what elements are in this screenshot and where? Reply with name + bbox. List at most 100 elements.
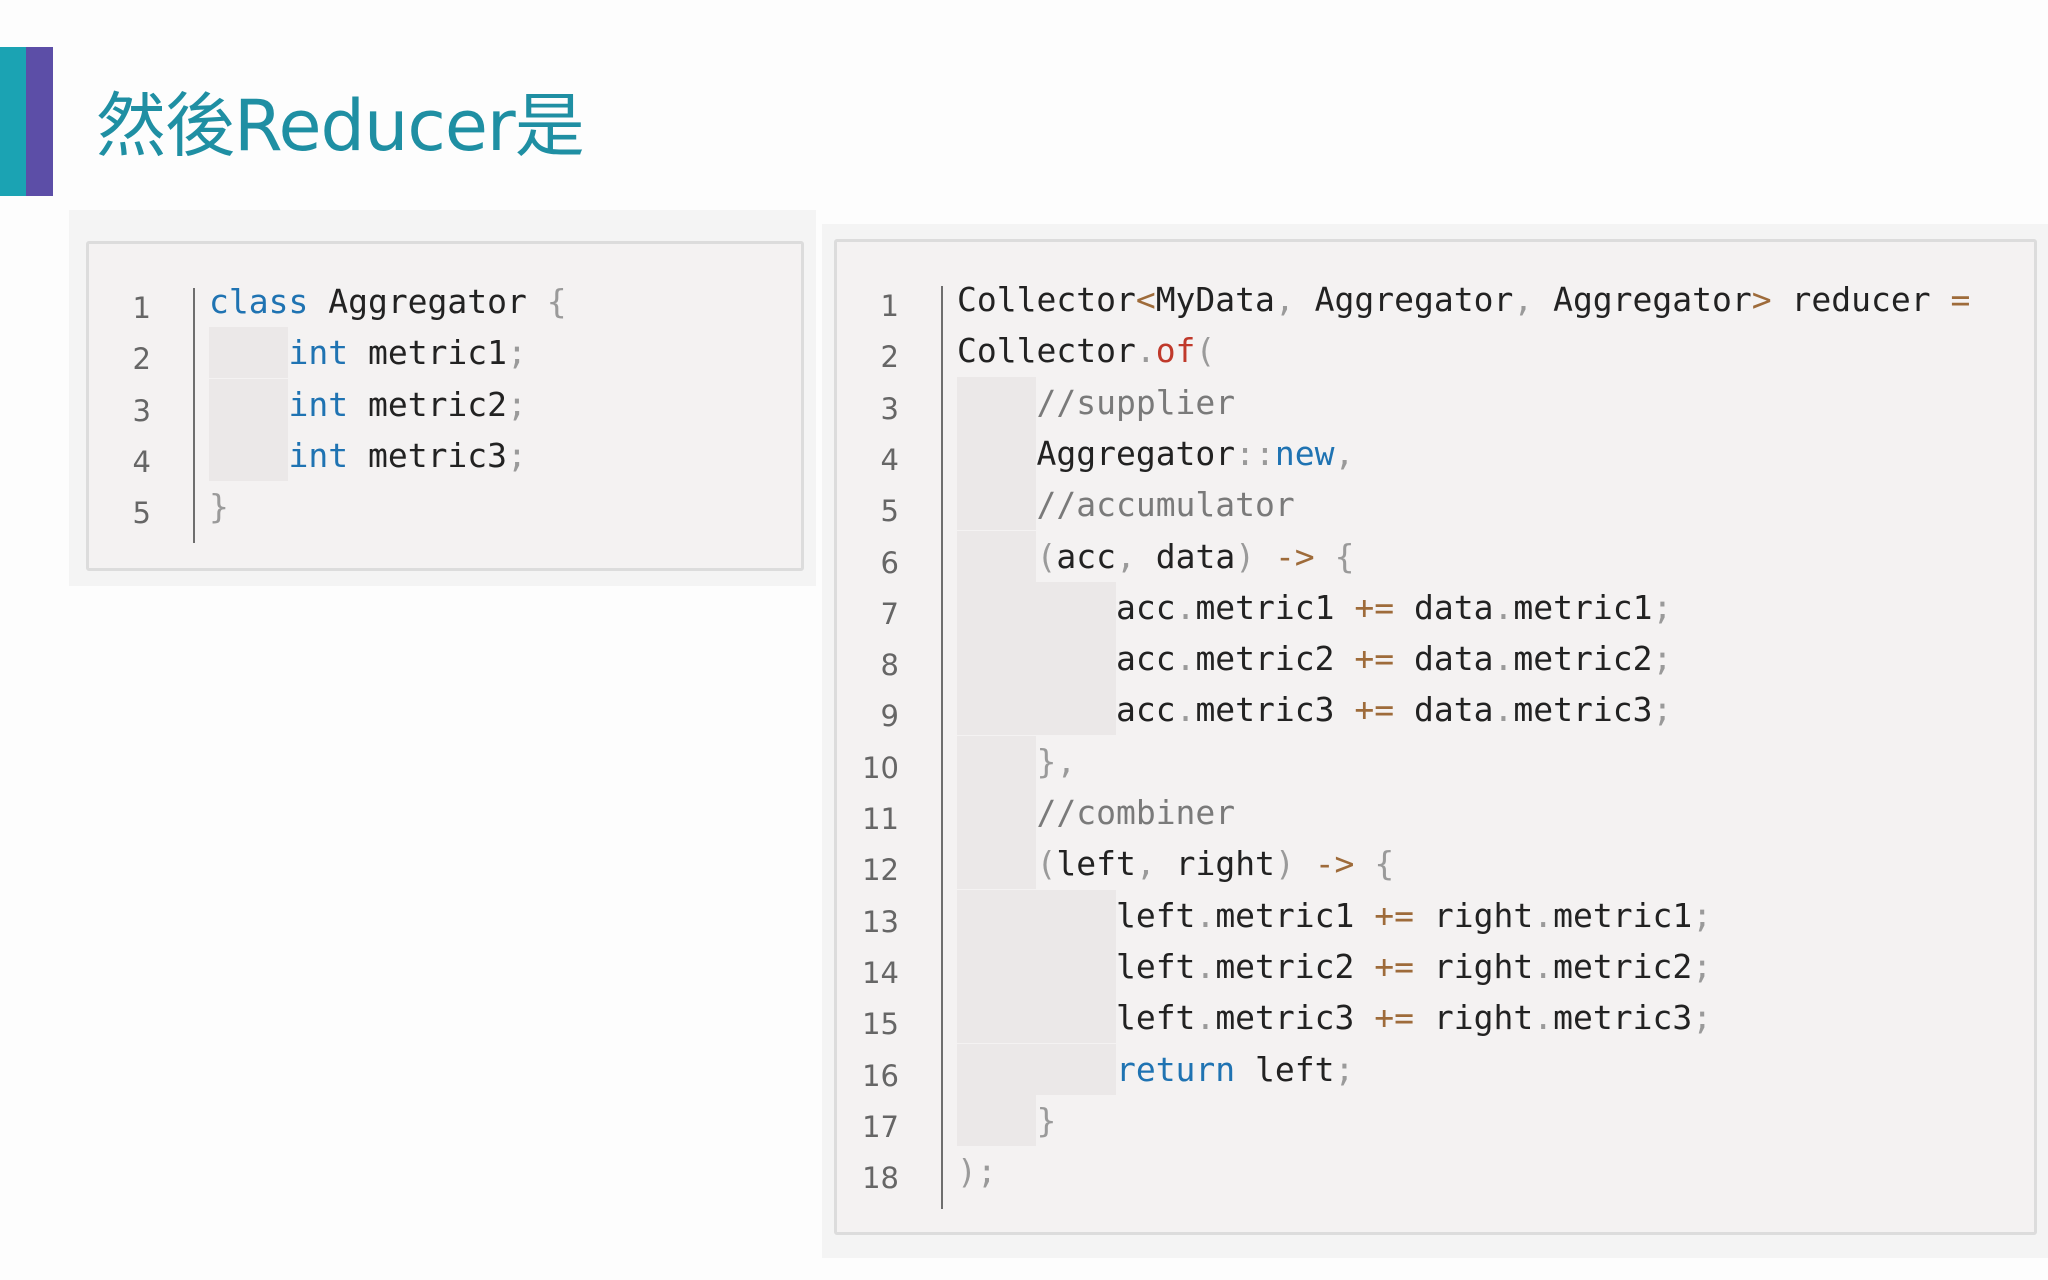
code-line: 3 //supplier bbox=[837, 376, 2024, 428]
indent-guide bbox=[957, 530, 1037, 582]
code-token: += bbox=[1374, 895, 1415, 935]
code-token: . bbox=[1533, 895, 1554, 935]
indent-guide bbox=[209, 429, 289, 481]
code-token: . bbox=[1493, 690, 1514, 730]
indent-guide bbox=[957, 940, 1116, 992]
code-text: left.metric2 += right.metric2; bbox=[957, 940, 1713, 992]
indent-guide bbox=[957, 376, 1037, 428]
code-token: data bbox=[1394, 639, 1494, 679]
code-text: }, bbox=[957, 735, 1076, 787]
code-token: MyData bbox=[1155, 280, 1275, 319]
code-token: } bbox=[209, 487, 229, 527]
code-text: acc.metric1 += data.metric1; bbox=[957, 581, 1673, 633]
title-accent-bar-purple bbox=[26, 47, 53, 196]
indent-guide bbox=[957, 735, 1037, 787]
code-token: += bbox=[1374, 998, 1415, 1038]
code-token: . bbox=[1493, 587, 1514, 627]
code-token: left bbox=[1115, 946, 1196, 986]
code-token: metric2 bbox=[1553, 946, 1693, 986]
code-line: 11 //combiner bbox=[837, 787, 2024, 838]
code-token: Aggregator bbox=[1533, 280, 1752, 319]
code-text: } bbox=[209, 481, 229, 532]
code-line: 6 (acc, data) -> { bbox=[837, 530, 2024, 582]
code-token: left bbox=[1115, 895, 1196, 935]
code-token: Aggregator bbox=[1294, 280, 1514, 319]
line-number: 4 bbox=[132, 444, 151, 479]
code-token: data bbox=[1135, 536, 1236, 576]
code-token: > bbox=[1751, 280, 1772, 319]
code-token: ; bbox=[507, 384, 527, 424]
code-token: ( bbox=[1195, 331, 1216, 371]
code-text: //combiner bbox=[957, 787, 1235, 838]
reducer-code-block: 1 Collector<MyData, Aggregator, Aggregato… bbox=[834, 239, 2037, 1235]
code-token: = bbox=[1950, 280, 1971, 319]
code-token: , bbox=[1513, 280, 1534, 319]
code-token: metric1 bbox=[1553, 895, 1693, 935]
line-number: 4 bbox=[880, 442, 899, 477]
code-line: 15 left.metric3 += right.metric3; bbox=[837, 992, 2024, 1044]
code-token: data bbox=[1394, 587, 1494, 627]
line-number: 7 bbox=[880, 596, 899, 631]
code-text: left.metric3 += right.metric3; bbox=[957, 992, 1713, 1044]
indent-guide bbox=[957, 1094, 1037, 1146]
line-number: 1 bbox=[880, 289, 899, 323]
code-line: 4 Aggregator::new, bbox=[837, 427, 2024, 479]
code-token: ; bbox=[1652, 587, 1673, 627]
code-token: left bbox=[1115, 998, 1196, 1038]
code-token: right bbox=[1155, 844, 1275, 884]
code-token: ( bbox=[1036, 536, 1057, 576]
code-token: , bbox=[1135, 844, 1156, 884]
code-token: ; bbox=[507, 435, 527, 475]
code-token: metric3 bbox=[1215, 998, 1375, 1038]
code-token: . bbox=[1195, 895, 1216, 935]
code-line: 18); bbox=[837, 1146, 2024, 1197]
code-text: int metric2; bbox=[209, 378, 527, 430]
code-token: reducer bbox=[1771, 280, 1951, 319]
code-token bbox=[1255, 537, 1275, 576]
code-token bbox=[1354, 844, 1374, 883]
code-text: ); bbox=[957, 1146, 997, 1197]
title-accent-bar-teal bbox=[0, 47, 26, 196]
line-number: 2 bbox=[880, 340, 899, 375]
code-line: 14 left.metric2 += right.metric2; bbox=[837, 940, 2024, 992]
code-token: < bbox=[1135, 280, 1156, 319]
code-token: ; bbox=[1334, 1049, 1355, 1089]
code-token: acc bbox=[1115, 690, 1176, 730]
code-token: ; bbox=[1652, 639, 1673, 679]
code-token: new bbox=[1274, 433, 1335, 473]
code-token: { bbox=[546, 282, 567, 321]
code-token: ; bbox=[1692, 998, 1713, 1038]
code-token: metric1 bbox=[348, 333, 508, 373]
code-token: { bbox=[1374, 844, 1395, 884]
code-token: right bbox=[1414, 895, 1534, 935]
code-line: 3 int metric2; bbox=[89, 378, 791, 430]
code-token: ( bbox=[1036, 844, 1057, 884]
indent-guide bbox=[957, 684, 1116, 736]
code-token: Collector bbox=[957, 280, 1136, 319]
code-comment: //supplier bbox=[1036, 382, 1236, 422]
line-number: 2 bbox=[132, 342, 151, 377]
line-number: 8 bbox=[880, 648, 899, 683]
code-token: . bbox=[1135, 331, 1156, 371]
code-token: . bbox=[1195, 998, 1216, 1038]
line-number: 11 bbox=[862, 802, 899, 836]
code-token: metric1 bbox=[1215, 895, 1375, 935]
code-token: Aggregator bbox=[308, 282, 547, 321]
code-token: ) bbox=[1235, 536, 1256, 576]
code-token: ; bbox=[1692, 946, 1713, 986]
line-number: 15 bbox=[862, 1007, 899, 1042]
code-token: += bbox=[1354, 639, 1395, 679]
line-number: 6 bbox=[880, 545, 899, 580]
code-token: Aggregator bbox=[1036, 433, 1236, 473]
code-token: -> bbox=[1274, 536, 1315, 576]
indent-guide bbox=[209, 327, 289, 379]
code-token: metric2 bbox=[348, 384, 508, 424]
code-token: return bbox=[1115, 1049, 1236, 1089]
line-number-gutter-divider bbox=[941, 286, 943, 1209]
code-token: . bbox=[1533, 946, 1554, 986]
code-token bbox=[1315, 537, 1335, 576]
code-line: 5} bbox=[89, 481, 791, 532]
code-token: data bbox=[1394, 690, 1494, 730]
code-line: 5 //accumulator bbox=[837, 479, 2024, 531]
code-token: , bbox=[1115, 536, 1136, 576]
